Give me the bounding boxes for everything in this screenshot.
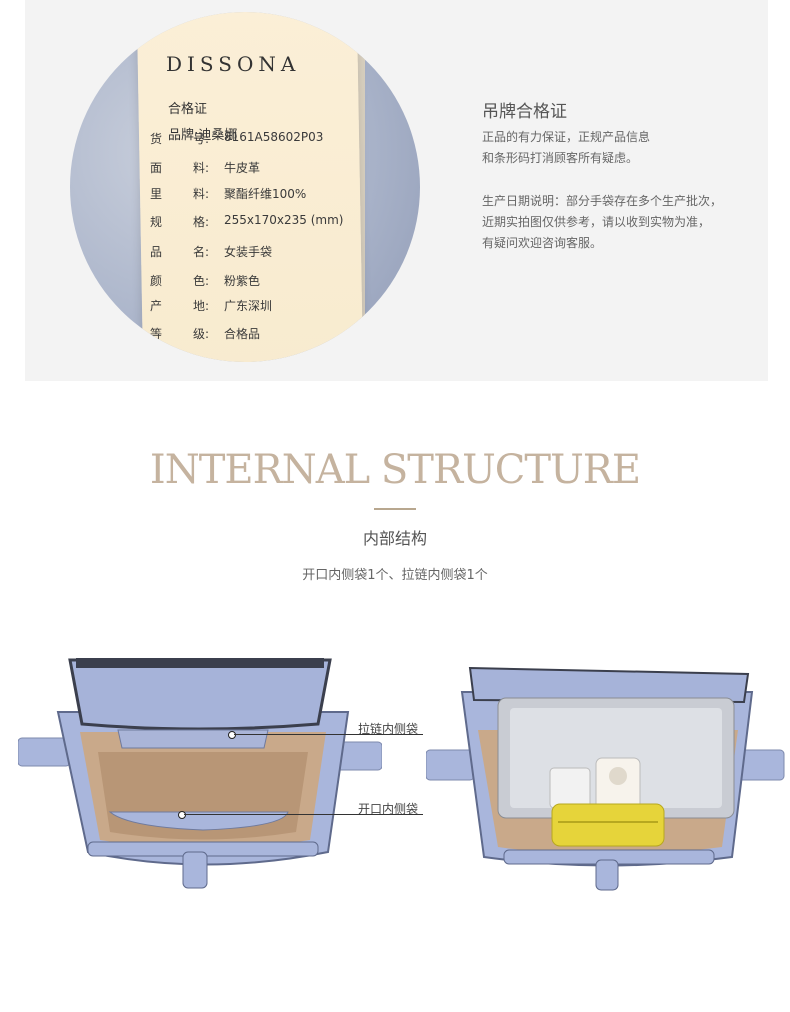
open-pocket-leader-line (184, 814, 423, 815)
tag-info-desc-1: 正品的有力保证，正规产品信息 和条形码打消顾客所有疑虑。 (482, 130, 651, 165)
hang-tag-section: DISSONA 合格证 品牌:迪桑娜 货号:8161A58602P03 面料:牛… (25, 0, 768, 381)
hang-tag-photo: DISSONA 合格证 品牌:迪桑娜 货号:8161A58602P03 面料:牛… (70, 12, 420, 362)
brand-logo: DISSONA (166, 52, 301, 76)
zip-pocket-leader-line (234, 734, 423, 735)
internal-structure-cn-title: 内部结构 (362, 529, 427, 548)
tag-info-heading: 吊牌合格证 (482, 102, 567, 122)
pocket-summary: 开口内侧袋1个、拉链内侧袋1个 (302, 568, 488, 583)
zip-pocket-marker (228, 731, 236, 739)
open-pocket-label: 开口内侧袋 (358, 802, 419, 816)
open-pocket-marker (178, 811, 186, 819)
zip-pocket-label: 拉链内侧袋 (358, 722, 419, 736)
bag-interior-photo-left (18, 658, 382, 889)
internal-structure-title: INTERNAL STRUCTURE (149, 447, 641, 493)
tag-brand-line: 品牌:迪桑娜 (168, 128, 238, 143)
tag-certificate-title: 合格证 (168, 102, 208, 117)
title-divider (374, 508, 416, 510)
tag-info-desc-2: 生产日期说明：部分手袋存在多个生产批次， 近期实拍图仅供参考，请以收到实物为准，… (482, 194, 723, 250)
bag-interior-photo-right (426, 666, 785, 891)
